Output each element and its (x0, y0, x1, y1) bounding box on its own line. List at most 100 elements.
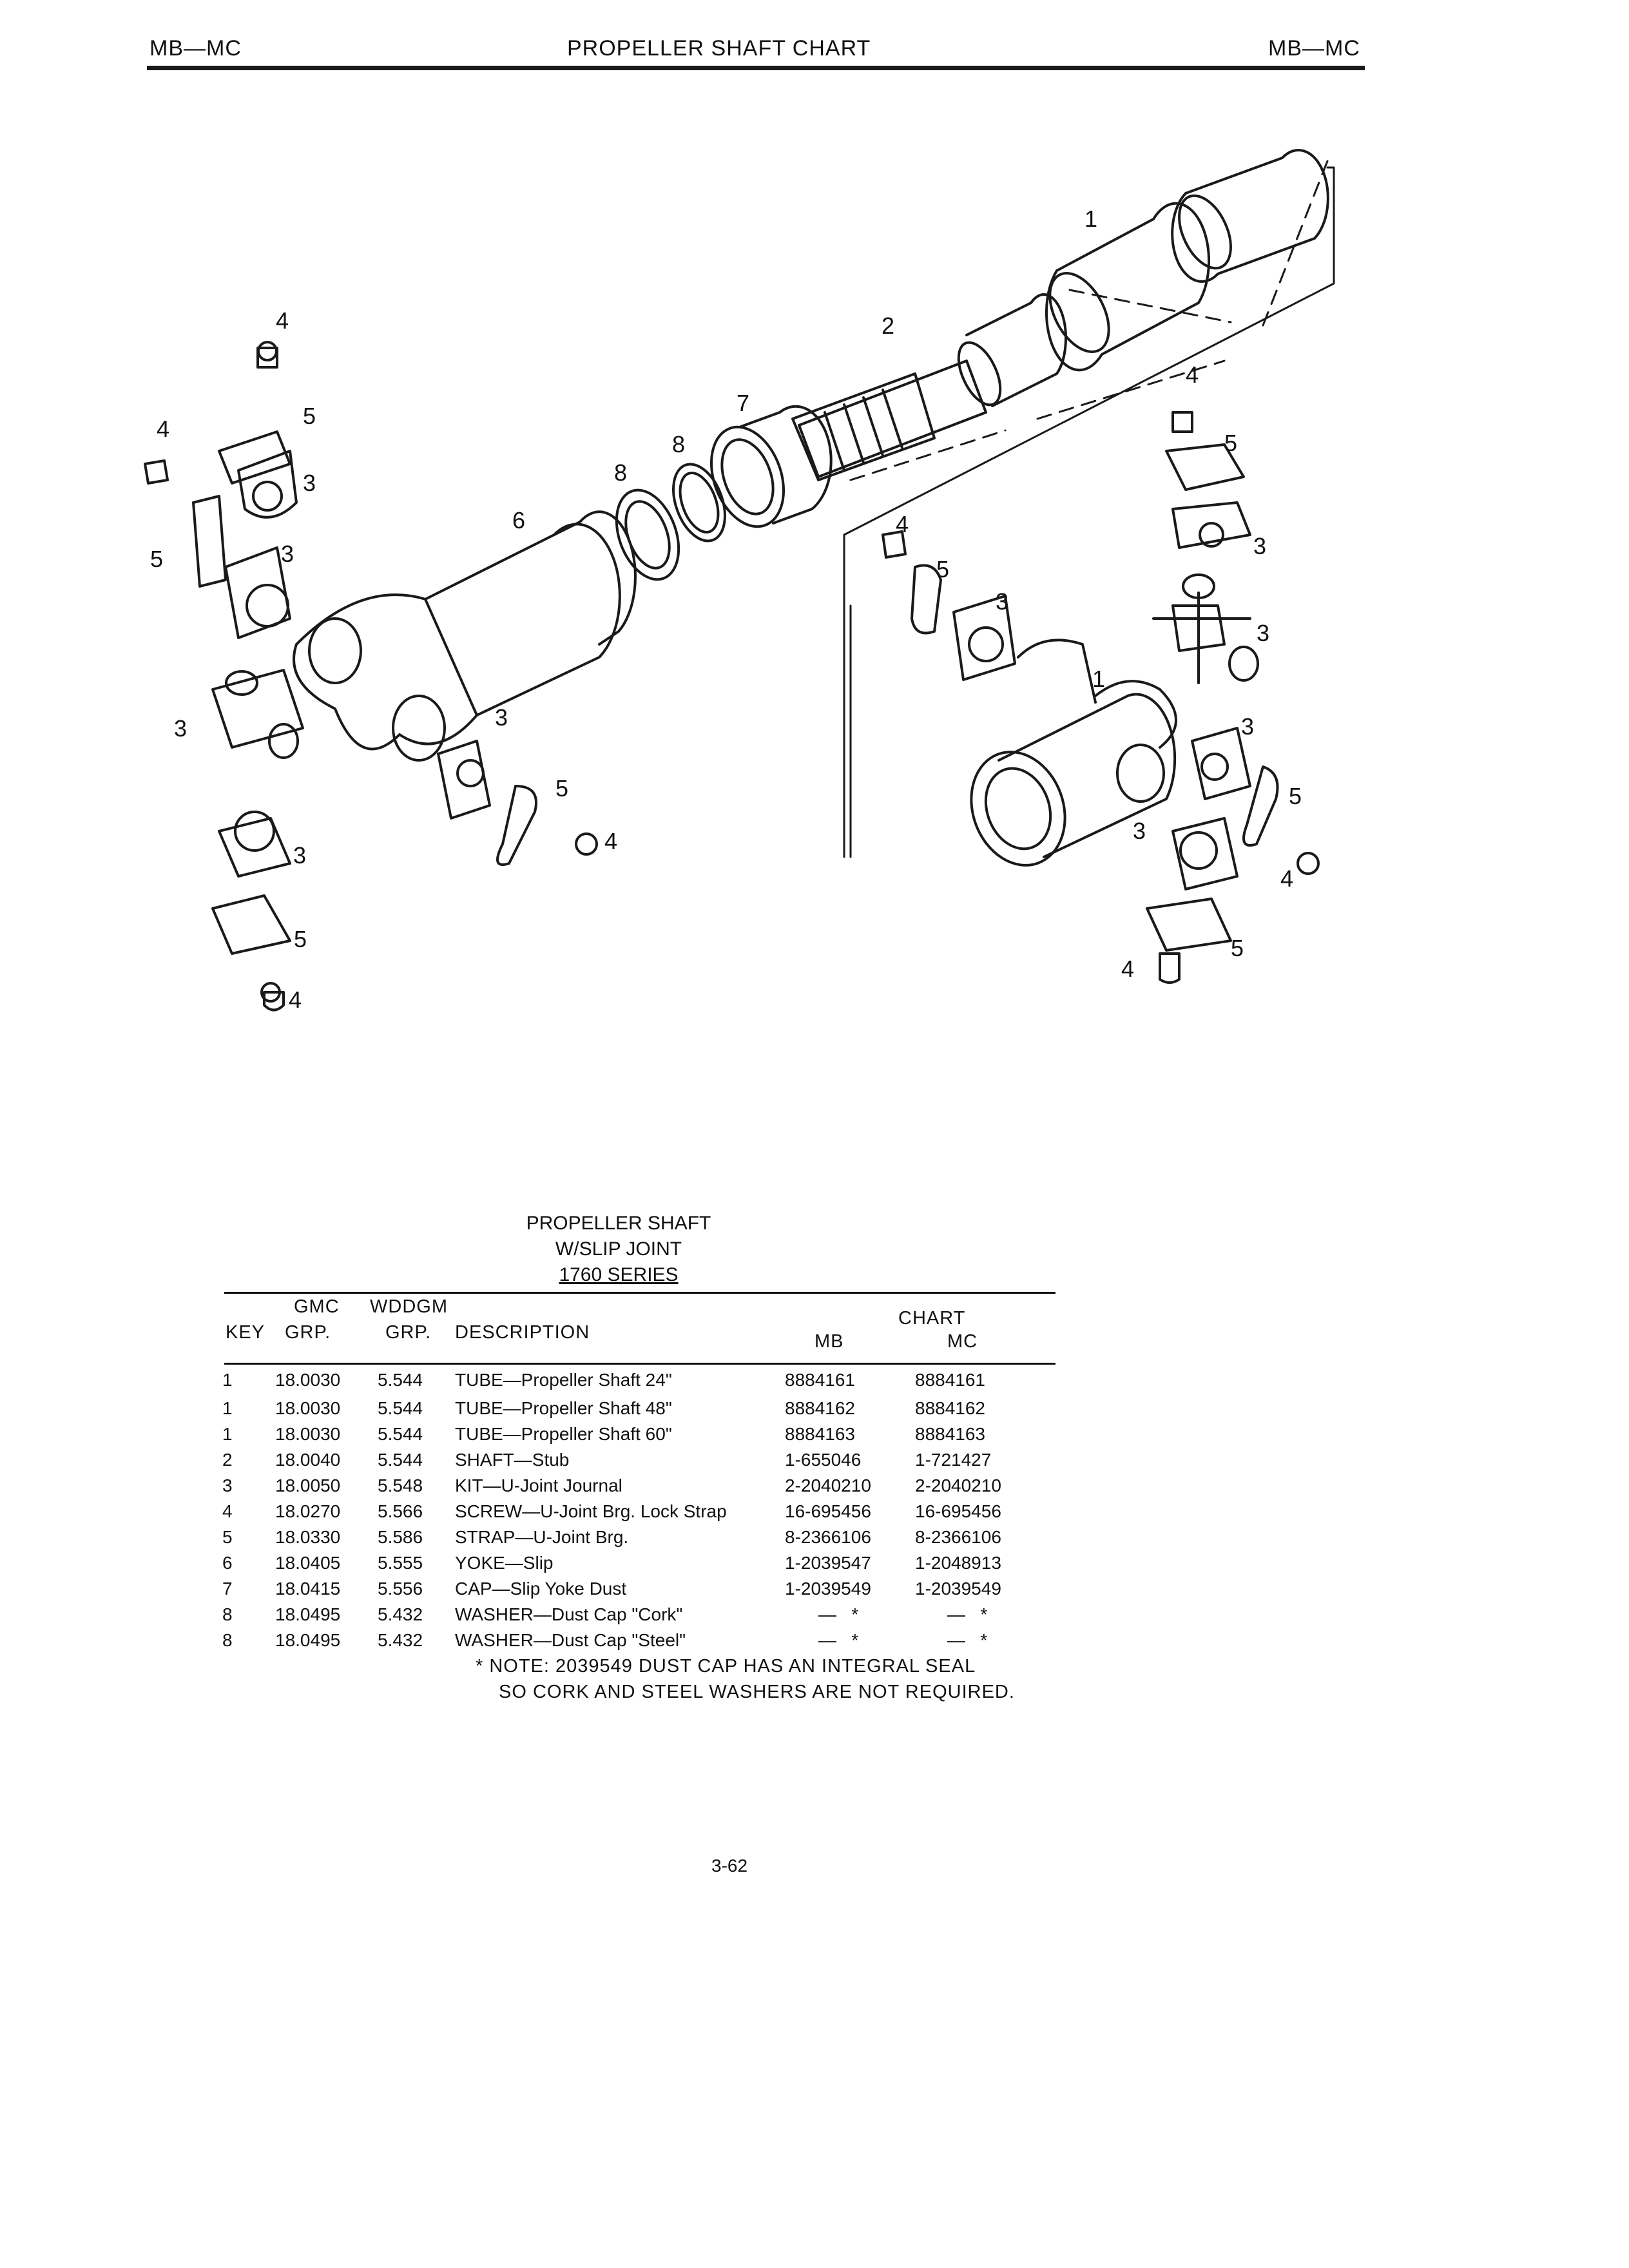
svg-text:1: 1 (1084, 206, 1097, 232)
row-key: 6 (222, 1553, 233, 1573)
row-description: TUBE—Propeller Shaft 48" (455, 1398, 672, 1418)
svg-text:4: 4 (1280, 865, 1293, 892)
row-description: STRAP—U-Joint Brg. (455, 1527, 629, 1547)
svg-text:3: 3 (293, 842, 306, 869)
row-gmc-grp: 18.0495 (275, 1630, 341, 1650)
page-number: 3-62 (711, 1856, 748, 1876)
table-title-line-3: 1760 SERIES (559, 1264, 679, 1285)
svg-text:4: 4 (276, 307, 289, 334)
row-mb-part: 1-655046 (785, 1450, 862, 1470)
row-mc-part: — * (947, 1630, 988, 1650)
row-key: 3 (222, 1475, 233, 1495)
row-description: SCREW—U-Joint Brg. Lock Strap (455, 1501, 727, 1521)
row-mb-part: 1-2039547 (785, 1553, 871, 1573)
row-gmc-grp: 18.0405 (275, 1553, 341, 1573)
row-wddgm-grp: 5.566 (378, 1501, 423, 1521)
row-mb-part: 8-2366106 (785, 1527, 871, 1547)
table-row: 7 18.0415 5.556 CAP—Slip Yoke Dust 1-2039549… (0, 1579, 1629, 1604)
row-mb-part: 8884163 (785, 1424, 856, 1444)
row-key: 7 (222, 1579, 233, 1599)
header-left-model: MB—MC (149, 36, 242, 61)
row-gmc-grp: 18.0030 (275, 1370, 341, 1390)
svg-text:5: 5 (936, 556, 949, 582)
svg-text:3: 3 (303, 470, 316, 496)
note-line-1: * NOTE: 2039549 DUST CAP HAS AN INTEGRAL… (476, 1656, 976, 1677)
header-wddgm: WDDGM (370, 1296, 448, 1317)
row-description: TUBE—Propeller Shaft 60" (455, 1424, 672, 1444)
svg-text:3: 3 (1257, 620, 1269, 646)
row-gmc-grp: 18.0040 (275, 1450, 341, 1470)
row-description: WASHER—Dust Cap "Steel" (455, 1630, 686, 1650)
header-rule (147, 66, 1365, 70)
svg-text:4: 4 (289, 986, 302, 1013)
svg-text:5: 5 (150, 546, 163, 572)
row-wddgm-grp: 5.586 (378, 1527, 423, 1547)
row-mb-part: 8884162 (785, 1398, 856, 1418)
row-key: 1 (222, 1398, 233, 1418)
svg-text:5: 5 (1231, 935, 1244, 961)
row-gmc-grp: 18.0330 (275, 1527, 341, 1547)
svg-text:6: 6 (512, 507, 525, 533)
right-end-yoke (970, 639, 1177, 867)
row-wddgm-grp: 5.432 (378, 1630, 423, 1650)
row-mb-part: 1-2039549 (785, 1579, 871, 1599)
row-mc-part: 8884163 (915, 1424, 986, 1444)
slip-yoke-part-6 (293, 510, 637, 762)
exploded-diagram: 1 2 7 8 8 6 4 5 4 3 5 3 3 3 5 4 3 5 4 4 … (0, 0, 1629, 1095)
row-wddgm-grp: 5.555 (378, 1553, 423, 1573)
svg-text:4: 4 (157, 416, 169, 442)
row-mc-part: 8-2366106 (915, 1527, 1001, 1547)
row-description: TUBE—Propeller Shaft 24" (455, 1370, 672, 1390)
row-key: 1 (222, 1424, 233, 1444)
svg-text:5: 5 (555, 775, 568, 802)
row-mb-part: — * (818, 1630, 859, 1650)
row-wddgm-grp: 5.432 (378, 1604, 423, 1624)
header-description: DESCRIPTION (455, 1322, 590, 1343)
row-key: 1 (222, 1370, 233, 1390)
svg-text:5: 5 (303, 403, 316, 429)
header-gmc-grp: GRP. (285, 1322, 331, 1343)
svg-text:4: 4 (1186, 361, 1199, 388)
row-wddgm-grp: 5.556 (378, 1579, 423, 1599)
svg-text:5: 5 (294, 926, 307, 952)
callout-labels: 1 2 7 8 8 6 4 5 4 3 5 3 3 3 5 4 3 5 4 4 … (150, 206, 1302, 1013)
svg-text:5: 5 (1224, 430, 1237, 456)
right-ujoint-parts (882, 411, 1320, 984)
table-header-rule (224, 1363, 1055, 1365)
svg-text:3: 3 (174, 715, 187, 742)
row-key: 2 (222, 1450, 233, 1470)
row-gmc-grp: 18.0030 (275, 1398, 341, 1418)
row-wddgm-grp: 5.548 (378, 1475, 423, 1495)
svg-text:4: 4 (896, 511, 909, 537)
svg-text:3: 3 (1133, 818, 1146, 844)
row-mc-part: 1-2039549 (915, 1579, 1001, 1599)
row-key: 8 (222, 1604, 233, 1624)
row-description: CAP—Slip Yoke Dust (455, 1579, 627, 1599)
row-wddgm-grp: 5.544 (378, 1424, 423, 1444)
svg-text:1: 1 (1092, 666, 1105, 692)
row-gmc-grp: 18.0050 (275, 1475, 341, 1495)
row-description: KIT—U-Joint Journal (455, 1475, 622, 1495)
row-description: WASHER—Dust Cap "Cork" (455, 1604, 683, 1624)
row-description: SHAFT—Stub (455, 1450, 570, 1470)
table-title-line-2: W/SLIP JOINT (555, 1238, 682, 1260)
svg-text:3: 3 (1241, 713, 1254, 740)
row-gmc-grp: 18.0495 (275, 1604, 341, 1624)
row-mc-part: 8884162 (915, 1398, 986, 1418)
svg-text:3: 3 (1253, 533, 1266, 559)
row-mb-part: 16-695456 (785, 1501, 871, 1521)
svg-text:8: 8 (672, 431, 685, 457)
table-title-line-1: PROPELLER SHAFT (526, 1213, 711, 1234)
svg-text:2: 2 (882, 312, 894, 339)
row-mb-part: 8884161 (785, 1370, 856, 1390)
row-mb-part: 2-2040210 (785, 1475, 871, 1495)
row-mc-part: 2-2040210 (915, 1475, 1001, 1495)
row-gmc-grp: 18.0415 (275, 1579, 341, 1599)
svg-text:3: 3 (996, 588, 1008, 615)
